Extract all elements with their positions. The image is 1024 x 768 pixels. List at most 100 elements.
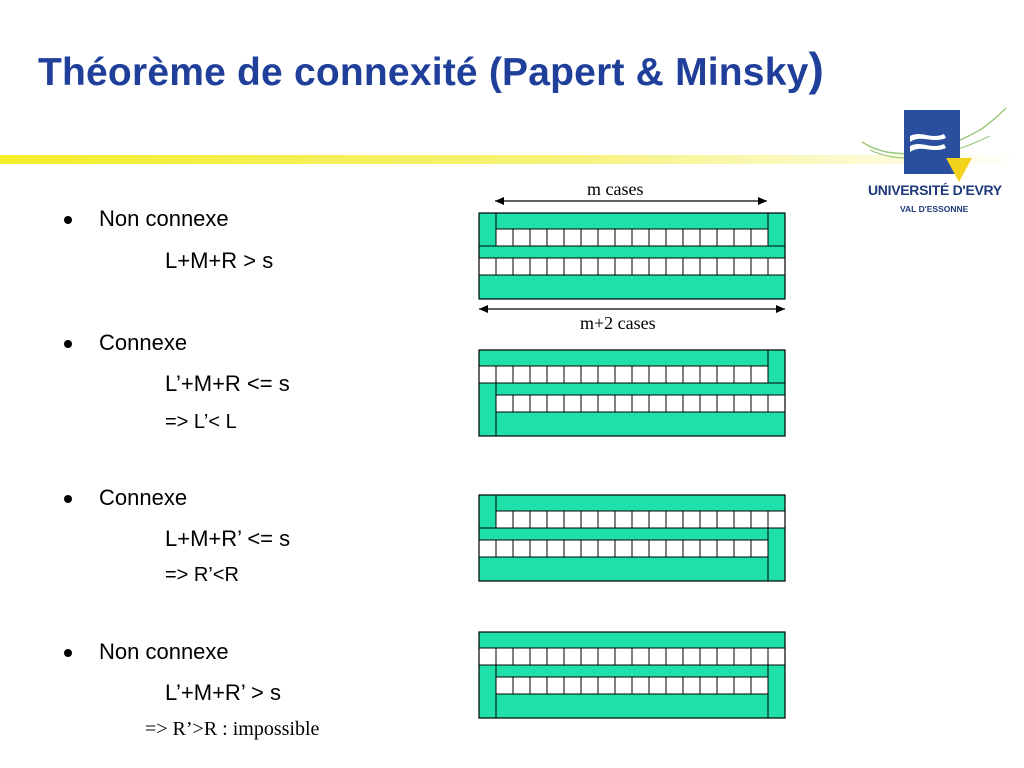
diagram-4-row-2-cell bbox=[580, 676, 599, 695]
diagram-3-right-bar bbox=[767, 527, 786, 582]
diagram-3-row-2-cell bbox=[733, 539, 752, 558]
diagram-1-row-2-cell bbox=[580, 257, 599, 276]
diagram-3-row-2-cell bbox=[750, 539, 769, 558]
diagram-4-row-2-cell bbox=[529, 676, 548, 695]
diagram-1-row-2-cell bbox=[495, 257, 514, 276]
diagram-4-row-1-cell bbox=[614, 647, 633, 666]
diagram-4-row-1-cell bbox=[495, 647, 514, 666]
diagram-1-row-2-cell bbox=[733, 257, 752, 276]
diagram-3-row-1-cell bbox=[529, 510, 548, 529]
diagram-1-row-1-cell bbox=[665, 228, 684, 247]
diagram-4-row-2-cell bbox=[699, 676, 718, 695]
diagram-2-row-2-cell bbox=[597, 394, 616, 413]
bullet-3-line1: L+M+R’ <= s bbox=[165, 526, 291, 551]
diagram-3-row-2-cell bbox=[716, 539, 735, 558]
diagram-1-row-1-cell bbox=[631, 228, 650, 247]
bullet-1-line1: L+M+R > s bbox=[165, 248, 274, 273]
diagram-1-row-2-cell bbox=[716, 257, 735, 276]
diagram-3-row-2-cell bbox=[495, 539, 514, 558]
diagram-2-row-2-cell bbox=[750, 394, 769, 413]
diagram-2-row-2-cell bbox=[699, 394, 718, 413]
m-plus-2-cases-arrow-left-head bbox=[479, 305, 488, 313]
diagram-4-row-1-cell bbox=[597, 647, 616, 666]
bullet-4-line2: => R’>R : impossible bbox=[145, 718, 320, 740]
diagram-3-left-bar bbox=[478, 494, 497, 529]
diagram-1-row-1-cell bbox=[750, 228, 769, 247]
bullet-dot-2 bbox=[64, 340, 72, 348]
logo-subtitle: VAL D'ESSONNE bbox=[900, 204, 969, 214]
diagram-2-row-1-cell bbox=[495, 365, 514, 384]
diagram-3-row-2-cell bbox=[614, 539, 633, 558]
diagram-4-left-bar bbox=[478, 664, 497, 719]
diagram-4-row-1-cell bbox=[750, 647, 769, 666]
diagram-4-row-1-cell bbox=[580, 647, 599, 666]
diagram-2-row-1-cell bbox=[563, 365, 582, 384]
diagram-1-row-1-cell bbox=[614, 228, 633, 247]
diagram-2-outline bbox=[478, 349, 786, 437]
bullet-1-label: Non connexe bbox=[99, 206, 229, 231]
slide-title: Théorème de connexité (Papert & Minsky) bbox=[38, 42, 824, 96]
diagram-1-row-2-cell bbox=[767, 257, 786, 276]
diagram-3-row-1-cell bbox=[631, 510, 650, 529]
bullet-4-label: Non connexe bbox=[99, 639, 229, 664]
diagram-2-row-1-cell bbox=[546, 365, 565, 384]
diagram-3-row-1-cell bbox=[750, 510, 769, 529]
diagram-1-row-2-cell bbox=[614, 257, 633, 276]
diagram-2-row-2-cell bbox=[767, 394, 786, 413]
diagram-3-row-2-cell bbox=[665, 539, 684, 558]
diagram-4-row-1-cell bbox=[682, 647, 701, 666]
diagram-3-row-2-cell bbox=[699, 539, 718, 558]
diagram-4-row-2-cell bbox=[648, 676, 667, 695]
diagram-1-row-1-cell bbox=[597, 228, 616, 247]
diagram-1-row-1-cell bbox=[529, 228, 548, 247]
bullet-4-line1: L’+M+R’ > s bbox=[165, 680, 281, 705]
diagram-1-row-2-cell bbox=[512, 257, 531, 276]
diagram-4-row-1-cell bbox=[631, 647, 650, 666]
diagram-2-row-2-cell bbox=[546, 394, 565, 413]
diagram-2-row-2-cell bbox=[716, 394, 735, 413]
diagram-4-row-1-cell bbox=[648, 647, 667, 666]
diagram-3-row-2-cell bbox=[478, 539, 497, 558]
diagram-3-row-1-cell bbox=[580, 510, 599, 529]
diagram-2-row-1-cell bbox=[512, 365, 531, 384]
diagram-3-row-1-cell bbox=[614, 510, 633, 529]
bullet-3-label: Connexe bbox=[99, 485, 188, 510]
diagram-3-row-1-cell bbox=[733, 510, 752, 529]
m-cases-arrow-left-head bbox=[495, 197, 504, 205]
diagram-1-row-2-cell bbox=[699, 257, 718, 276]
diagram-4-row-2-cell bbox=[614, 676, 633, 695]
diagram-2-row-2-cell bbox=[648, 394, 667, 413]
diagram-1-row-1-cell bbox=[512, 228, 531, 247]
diagram-2-row-1-cell bbox=[529, 365, 548, 384]
diagram-3-row-2-cell bbox=[648, 539, 667, 558]
diagram-4-row-2-cell bbox=[733, 676, 752, 695]
diagram-2-row-2-cell bbox=[529, 394, 548, 413]
diagram-2-row-1-cell bbox=[648, 365, 667, 384]
m-plus-2-cases-arrow-right-head bbox=[776, 305, 785, 313]
diagram-2-left-bar bbox=[478, 382, 497, 437]
diagram-3-row-1-cell bbox=[512, 510, 531, 529]
diagram-1-right-bar bbox=[767, 212, 786, 247]
diagram-1-row-1-cell bbox=[648, 228, 667, 247]
diagram-2-row-2-cell bbox=[733, 394, 752, 413]
diagram-3-row-2-cell bbox=[512, 539, 531, 558]
diagram-2-row-1-cell bbox=[699, 365, 718, 384]
diagram-2-row-2-cell bbox=[631, 394, 650, 413]
diagram-1-row-1-cell bbox=[546, 228, 565, 247]
diagram-2-row-2-cell bbox=[682, 394, 701, 413]
diagram-3-row-1-cell bbox=[767, 510, 786, 529]
diagram-1-row-2-cell bbox=[478, 257, 497, 276]
diagram-3-row-2-cell bbox=[546, 539, 565, 558]
diagram-2-row-2-cell bbox=[580, 394, 599, 413]
diagram-1-row-2-cell bbox=[563, 257, 582, 276]
m-plus-2-cases-label: m+2 cases bbox=[580, 313, 656, 333]
diagram-4-outline bbox=[478, 631, 786, 719]
diagram-1-outline bbox=[478, 212, 786, 300]
diagram-2-row-1-cell bbox=[716, 365, 735, 384]
diagram-1-row-2-cell bbox=[648, 257, 667, 276]
diagram-2-row-1-cell bbox=[614, 365, 633, 384]
diagram-4-row-2-cell bbox=[512, 676, 531, 695]
diagram-3-row-2-cell bbox=[580, 539, 599, 558]
diagram-4-row-1-cell bbox=[529, 647, 548, 666]
